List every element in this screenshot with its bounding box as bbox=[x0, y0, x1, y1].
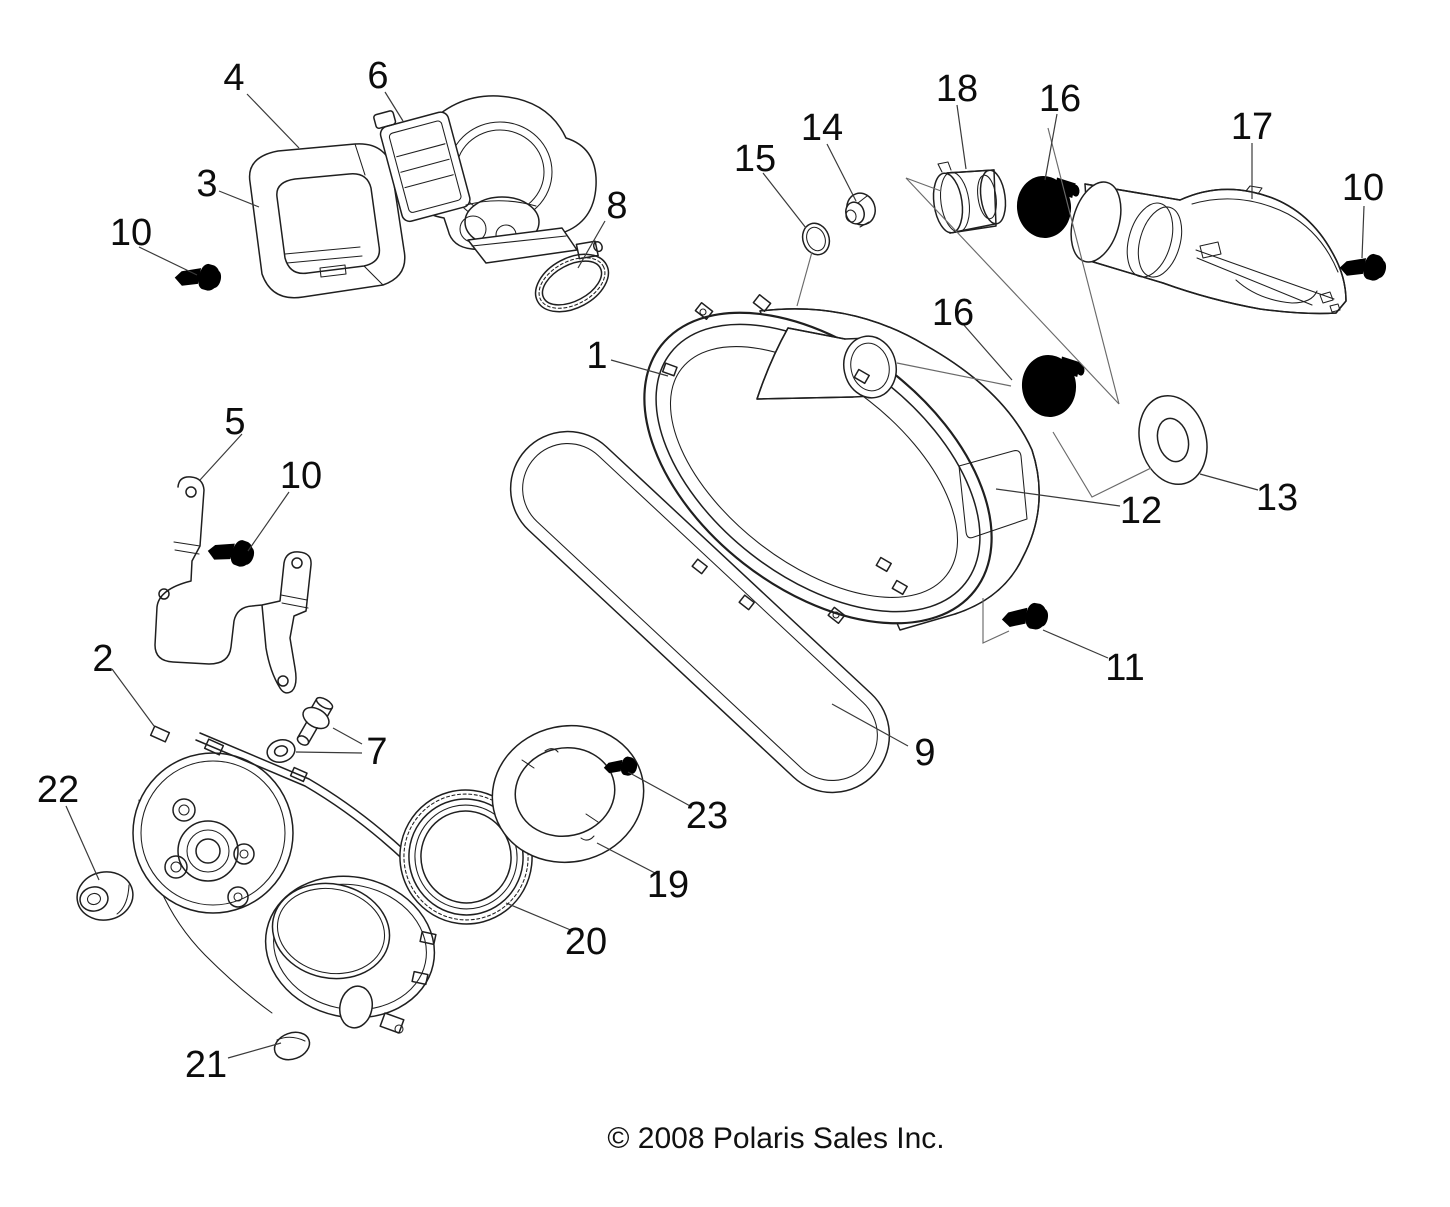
callout-label-10-9: 10 bbox=[110, 212, 152, 254]
part-spacer-drawing bbox=[76, 871, 134, 921]
part-hose-clamp-8-drawing bbox=[534, 240, 610, 313]
assembly-line bbox=[1047, 127, 1120, 405]
callout-label-7-6: 7 bbox=[366, 731, 387, 773]
leader-line-10 bbox=[1361, 205, 1365, 259]
callout-label-10-11: 10 bbox=[1342, 167, 1384, 209]
part-duct-sleeve-drawing bbox=[932, 161, 1007, 234]
leader-line-2 bbox=[111, 668, 155, 727]
leader-line-14 bbox=[826, 143, 857, 202]
part-drive-belt-drawing bbox=[509, 430, 891, 794]
assembly-line bbox=[982, 598, 1010, 644]
part-plug-drawing bbox=[845, 192, 876, 228]
part-o-ring-drawing bbox=[801, 222, 831, 256]
leader-line-10 bbox=[247, 491, 290, 552]
part-flat-washer-drawing bbox=[266, 739, 296, 763]
callout-label-23-25: 23 bbox=[686, 795, 728, 837]
part-duct-cover-drawing bbox=[1070, 181, 1347, 315]
assembly-line bbox=[905, 177, 942, 192]
callout-label-11-12: 11 bbox=[1105, 647, 1144, 689]
leader-line-5 bbox=[199, 433, 243, 481]
assembly-line bbox=[1052, 431, 1152, 498]
callout-label-10-10: 10 bbox=[280, 455, 322, 497]
callout-label-8-7: 8 bbox=[606, 185, 627, 227]
callout-label-19-21: 19 bbox=[647, 864, 689, 906]
leader-line-11 bbox=[1042, 629, 1109, 659]
callout-label-21-23: 21 bbox=[185, 1044, 227, 1086]
part-plug-cap-drawing bbox=[273, 1031, 311, 1061]
part-screw-11-drawing bbox=[1000, 597, 1051, 634]
leader-line-22 bbox=[65, 805, 100, 881]
callout-label-20-22: 20 bbox=[565, 921, 607, 963]
assembly-line bbox=[896, 362, 1012, 387]
leader-line-3 bbox=[218, 190, 260, 208]
leader-line-6 bbox=[384, 91, 404, 122]
callout-label-17-19: 17 bbox=[1231, 106, 1273, 148]
part-outer-clutch-cover-drawing bbox=[643, 294, 1040, 631]
leader-line-7 bbox=[332, 727, 363, 745]
leader-line-23 bbox=[627, 771, 693, 808]
callout-label-1-0: 1 bbox=[586, 335, 607, 377]
copyright-text: © 2008 Polaris Sales Inc. bbox=[607, 1122, 944, 1155]
callout-label-15-16: 15 bbox=[734, 138, 776, 180]
callout-label-22-24: 22 bbox=[37, 769, 79, 811]
leader-line-18 bbox=[956, 104, 967, 170]
part-bracket-drawing bbox=[154, 476, 312, 694]
leader-line-1 bbox=[610, 359, 669, 377]
callout-label-16-17: 16 bbox=[1039, 78, 1081, 120]
part-washer-drawing bbox=[1138, 394, 1208, 486]
leader-line-7 bbox=[295, 751, 363, 754]
part-inner-clutch-cover-drawing bbox=[132, 725, 437, 1034]
leader-line-16 bbox=[1044, 113, 1058, 181]
part-screw-10a-drawing bbox=[173, 256, 224, 296]
part-retainer-plate-drawing bbox=[491, 724, 645, 864]
assembly-line bbox=[796, 251, 813, 307]
leader-line-20 bbox=[505, 902, 574, 932]
callout-label-2-1: 2 bbox=[92, 638, 113, 680]
callout-label-18-20: 18 bbox=[936, 68, 978, 110]
leader-line-10 bbox=[138, 246, 198, 276]
part-blower-housing-drawing bbox=[373, 95, 597, 264]
part-intake-boot-drawing bbox=[248, 143, 406, 299]
callout-label-12-13: 12 bbox=[1120, 490, 1162, 532]
callout-label-13-14: 13 bbox=[1256, 477, 1298, 519]
callout-label-4-3: 4 bbox=[223, 57, 244, 99]
leader-line-8 bbox=[577, 220, 606, 269]
assembly-alignment-lines bbox=[796, 127, 1152, 644]
leader-line-4 bbox=[246, 93, 300, 149]
leader-line-16 bbox=[962, 323, 1013, 381]
part-screw-10c-drawing bbox=[1338, 246, 1389, 286]
callout-label-5-4: 5 bbox=[224, 401, 245, 443]
callout-label-14-15: 14 bbox=[801, 107, 843, 149]
leader-line-15 bbox=[762, 172, 807, 229]
leader-line-19 bbox=[596, 842, 656, 874]
leader-line-9 bbox=[831, 703, 909, 747]
callout-label-6-5: 6 bbox=[367, 55, 388, 97]
part-bolt-drawing bbox=[296, 696, 334, 746]
leader-line-13 bbox=[1199, 473, 1259, 491]
leader-line-21 bbox=[227, 1042, 282, 1059]
assembly-line bbox=[905, 177, 1120, 405]
leader-line-12 bbox=[995, 488, 1121, 507]
callout-label-9-8: 9 bbox=[914, 732, 935, 774]
callout-label-3-2: 3 bbox=[196, 163, 217, 205]
callout-label-16-18: 16 bbox=[932, 292, 974, 334]
